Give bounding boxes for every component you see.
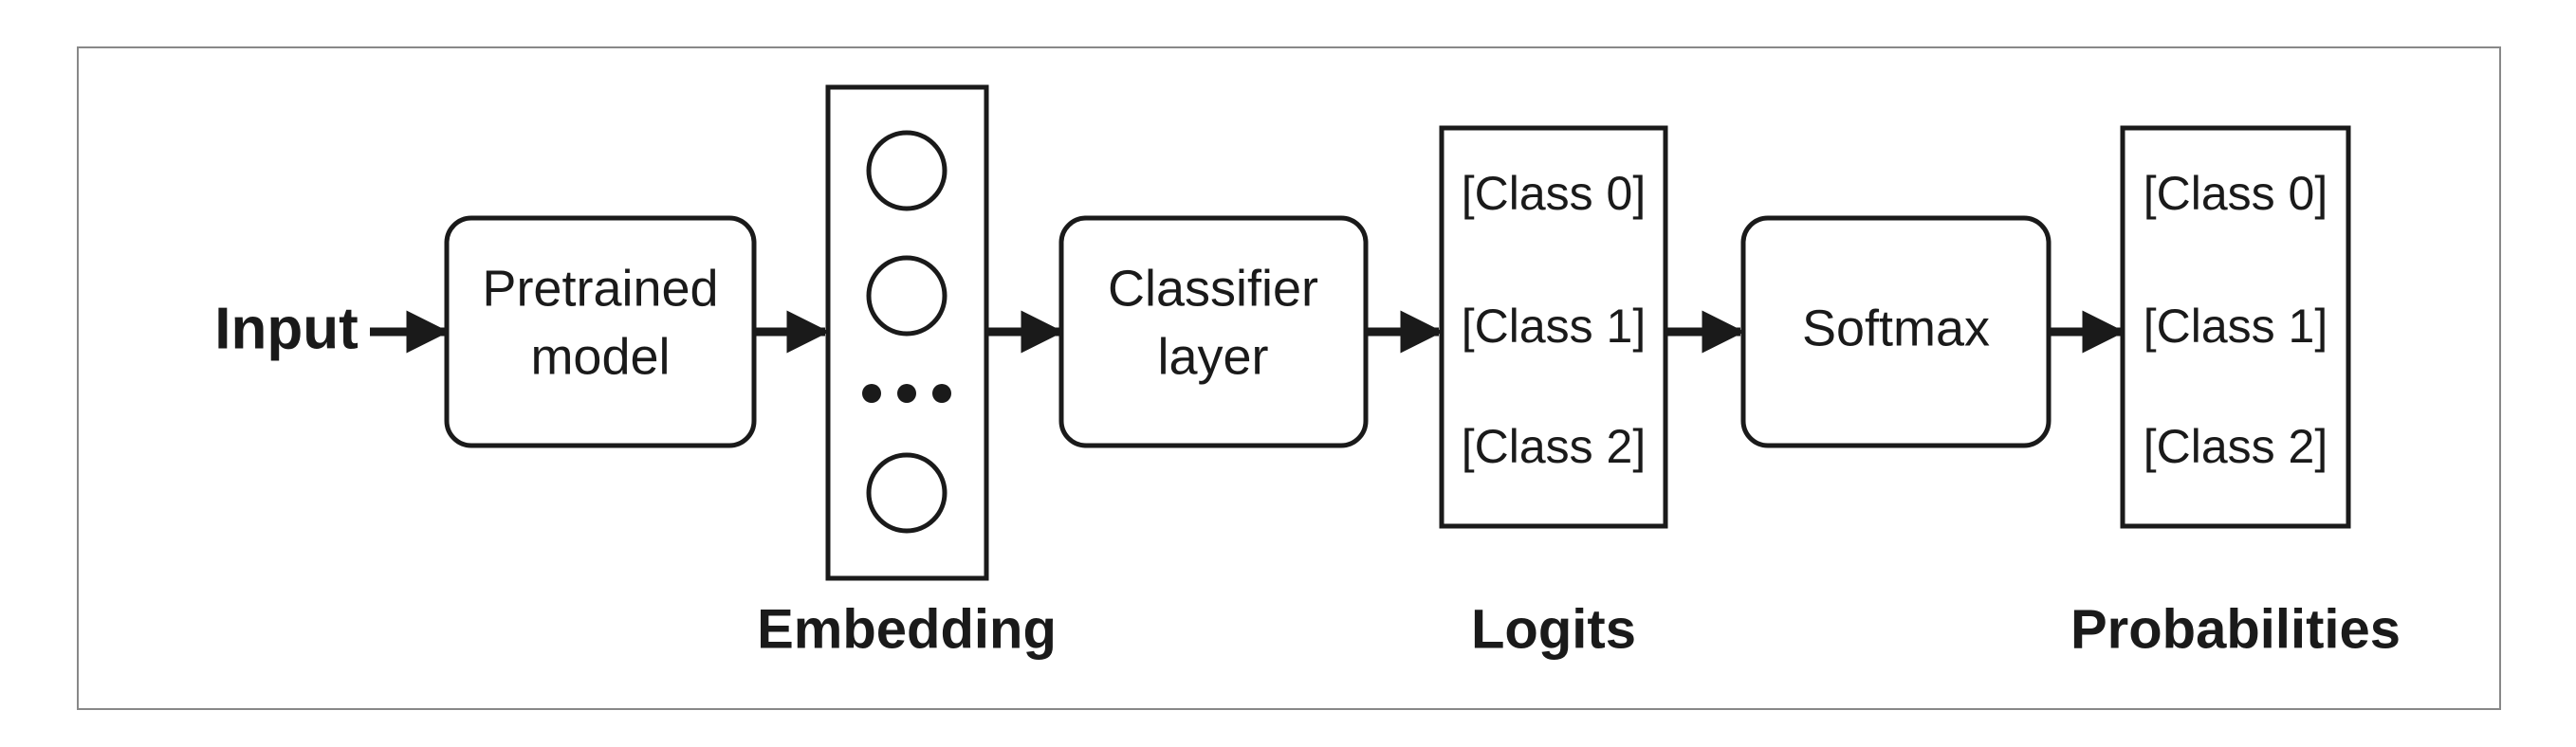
- probabilities-box: [Class 0] [Class 1] [Class 2]: [2120, 125, 2351, 529]
- embedding-ellipsis-dot: [862, 384, 881, 403]
- embedding-unit-circle: [866, 130, 948, 211]
- logits-class-2: [Class 2]: [1462, 420, 1647, 473]
- logits-class-0: [Class 0]: [1462, 167, 1647, 220]
- logits-class-1: [Class 1]: [1462, 300, 1647, 353]
- embedding-ellipsis-dot: [932, 384, 951, 403]
- pretrained-model-box: Pretrained model: [444, 215, 757, 448]
- softmax-box: Softmax: [1740, 215, 2052, 448]
- input-label: Input: [214, 296, 359, 361]
- diagram-frame: [77, 46, 2501, 710]
- probabilities-class-1: [Class 1]: [2144, 300, 2328, 353]
- softmax-label: Softmax: [1802, 300, 1990, 356]
- pretrained-model-label-line1: Pretrained: [482, 260, 718, 317]
- classifier-layer-box: Classifier layer: [1058, 215, 1369, 448]
- embedding-unit-circle: [866, 452, 948, 534]
- logits-label: Logits: [1471, 598, 1636, 660]
- probabilities-class-2: [Class 2]: [2144, 420, 2328, 473]
- classifier-layer-label-line1: Classifier: [1108, 260, 1318, 317]
- embedding-label: Embedding: [757, 598, 1057, 660]
- pretrained-model-label-line2: model: [530, 328, 670, 385]
- classifier-layer-label-line2: layer: [1157, 328, 1268, 385]
- embedding-unit-circle: [866, 255, 948, 337]
- logits-box: [Class 0] [Class 1] [Class 2]: [1439, 125, 1668, 529]
- probabilities-label: Probabilities: [2070, 598, 2401, 660]
- embedding-vector: [825, 84, 989, 581]
- probabilities-class-0: [Class 0]: [2144, 167, 2328, 220]
- embedding-ellipsis-dot: [897, 384, 916, 403]
